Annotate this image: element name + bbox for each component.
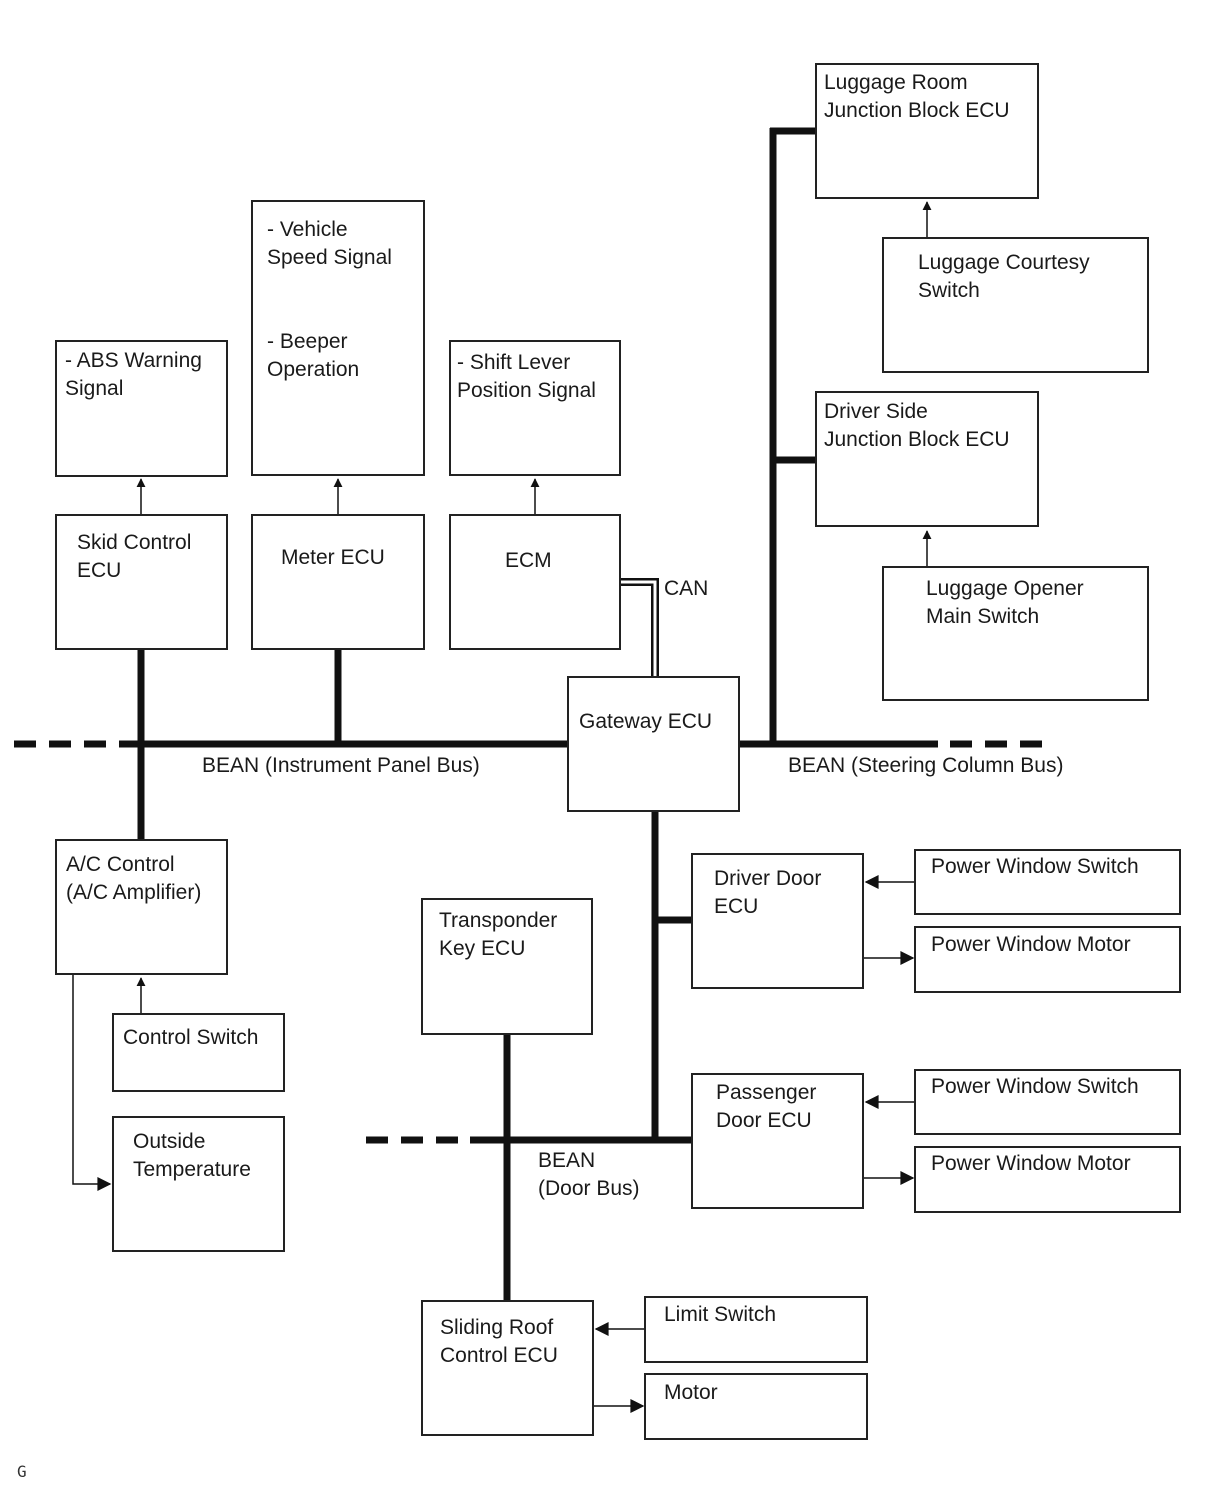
box-label: Power Window Motor bbox=[931, 933, 1131, 956]
shift-lever-signal-box: - Shift Lever Position Signal bbox=[449, 340, 621, 476]
box-label: - Vehicle Speed Signal - Beeper Operatio… bbox=[267, 218, 392, 381]
box-label: Luggage Courtesy Switch bbox=[918, 251, 1090, 302]
box-label: Driver Side Junction Block ECU bbox=[824, 400, 1010, 451]
can-line bbox=[621, 578, 659, 677]
driver-door-ecu: Driver Door ECU bbox=[691, 853, 864, 989]
motor: Motor bbox=[644, 1373, 868, 1440]
gateway-ecu: Gateway ECU bbox=[567, 676, 740, 812]
box-label: Driver Door ECU bbox=[714, 867, 822, 918]
skid-control-ecu: Skid Control ECU bbox=[55, 514, 228, 650]
box-label: Motor bbox=[664, 1381, 718, 1404]
power-window-motor-passenger: Power Window Motor bbox=[914, 1146, 1181, 1213]
power-window-switch-passenger: Power Window Switch bbox=[914, 1069, 1181, 1135]
driver-side-junction-block-ecu: Driver Side Junction Block ECU bbox=[815, 391, 1039, 527]
bean-steering-column-bus bbox=[739, 127, 1045, 748]
figure-code: G bbox=[17, 1462, 27, 1481]
box-label: Luggage Room Junction Block ECU bbox=[824, 71, 1010, 122]
luggage-opener-main-switch: Luggage Opener Main Switch bbox=[882, 566, 1149, 701]
ac-control-amplifier: A/C Control (A/C Amplifier) bbox=[55, 839, 228, 975]
box-label: - Shift Lever Position Signal bbox=[457, 351, 596, 402]
signal-arrows bbox=[72, 201, 932, 1413]
luggage-courtesy-switch: Luggage Courtesy Switch bbox=[882, 237, 1149, 373]
power-window-switch-driver: Power Window Switch bbox=[914, 849, 1181, 915]
box-label: Outside Temperature bbox=[133, 1130, 251, 1181]
power-window-motor-driver: Power Window Motor bbox=[914, 926, 1181, 993]
ecm: ECM bbox=[449, 514, 621, 650]
door-bus-label: BEAN (Door Bus) bbox=[538, 1149, 640, 1200]
box-label: Meter ECU bbox=[281, 546, 385, 569]
passenger-door-ecu: Passenger Door ECU bbox=[691, 1073, 864, 1209]
box-label: Luggage Opener Main Switch bbox=[926, 577, 1084, 628]
instrument-panel-bus-label: BEAN (Instrument Panel Bus) bbox=[202, 754, 480, 777]
box-label: Skid Control ECU bbox=[77, 531, 192, 582]
transponder-key-ecu: Transponder Key ECU bbox=[421, 898, 593, 1035]
sliding-roof-control-ecu: Sliding Roof Control ECU bbox=[421, 1300, 594, 1436]
box-label: Power Window Switch bbox=[931, 1075, 1139, 1098]
limit-switch: Limit Switch bbox=[644, 1296, 868, 1363]
luggage-room-junction-block-ecu: Luggage Room Junction Block ECU bbox=[815, 63, 1039, 199]
meter-signals-box: - Vehicle Speed Signal - Beeper Operatio… bbox=[251, 200, 425, 476]
meter-ecu: Meter ECU bbox=[251, 514, 425, 650]
outside-temperature: Outside Temperature bbox=[112, 1116, 285, 1252]
can-label: CAN bbox=[664, 577, 709, 600]
box-label: A/C Control (A/C Amplifier) bbox=[66, 853, 202, 904]
box-label: ECM bbox=[505, 549, 552, 572]
box-label: Transponder Key ECU bbox=[439, 909, 558, 960]
steering-column-bus-label: BEAN (Steering Column Bus) bbox=[788, 754, 1064, 777]
box-label: Gateway ECU bbox=[579, 710, 713, 733]
box-label: Control Switch bbox=[123, 1026, 259, 1049]
abs-warning-signal-box: - ABS Warning Signal bbox=[55, 340, 228, 477]
box-label: Power Window Switch bbox=[931, 855, 1139, 878]
box-label: - ABS Warning Signal bbox=[65, 349, 202, 400]
bean-door-bus bbox=[366, 811, 692, 1301]
box-label: Power Window Motor bbox=[931, 1152, 1131, 1175]
box-label: Limit Switch bbox=[664, 1303, 777, 1326]
box-label: Sliding Roof Control ECU bbox=[440, 1316, 558, 1367]
control-switch: Control Switch bbox=[112, 1013, 285, 1092]
box-label: Passenger Door ECU bbox=[716, 1081, 817, 1132]
